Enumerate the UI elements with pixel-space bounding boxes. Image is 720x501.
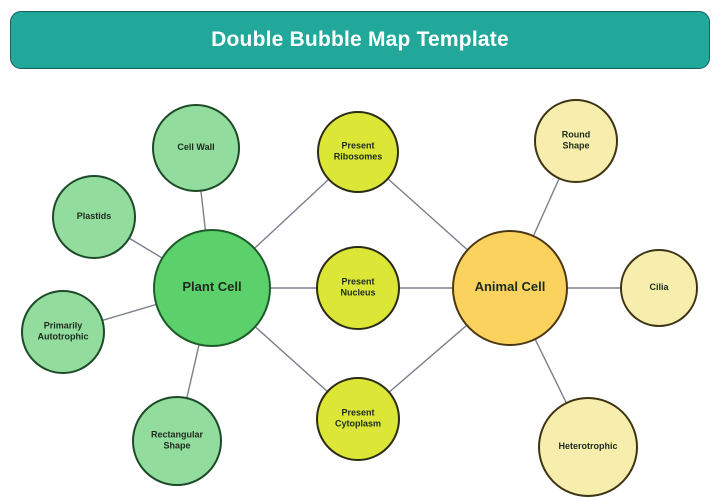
connector-animal-cell-to-present-cytoplasm [387,324,469,394]
connector-plant-cell-to-cell-wall [200,189,207,232]
connector-lines [101,177,622,405]
connector-plant-cell-to-present-ribosomes [253,178,330,250]
bubble-shape-primarily-autotrophic[interactable] [21,290,105,374]
bubble-shape-cilia[interactable] [620,249,698,327]
connector-plant-cell-to-plastids [127,237,164,260]
connector-plant-cell-to-present-cytoplasm [253,325,329,393]
bubble-label-cilia: Cilia [649,282,669,292]
bubble-shape-present-cytoplasm[interactable] [316,377,400,461]
bubble-shape-cell-wall[interactable] [152,104,240,192]
bubble-label-plant-cell: Plant Cell [182,279,241,294]
bubble-shape-plant-cell[interactable] [153,229,271,347]
connector-plant-cell-to-rectangular-shape [185,343,200,400]
page-title: Double Bubble Map Template [211,28,509,51]
connector-plant-cell-to-primarily-autotrophic [101,303,158,322]
connector-animal-cell-to-round-shape [532,177,561,238]
bubble-shape-animal-cell[interactable] [452,230,568,346]
connector-animal-cell-to-present-ribosomes [386,177,469,252]
bubble-plant-cell[interactable]: Plant Cell [153,229,271,347]
bubble-shape-heterotrophic[interactable] [538,397,638,497]
bubble-label-plastids: Plastids [77,211,112,221]
bubble-shape-present-ribosomes[interactable] [317,111,399,193]
bubble-shape-present-nucleus[interactable] [316,246,400,330]
title-banner: Double Bubble Map Template [10,11,710,69]
bubble-label-heterotrophic: Heterotrophic [558,441,617,451]
bubble-shape-plastids[interactable] [52,175,136,259]
connector-animal-cell-to-heterotrophic [534,337,568,405]
bubble-shape-round-shape[interactable] [534,99,618,183]
bubble-label-cell-wall: Cell Wall [177,142,214,152]
bubble-heterotrophic[interactable]: Heterotrophic [538,397,638,497]
bubble-plastids[interactable]: Plastids [52,175,136,259]
bubble-cell-wall[interactable]: Cell Wall [152,104,240,192]
bubble-shape-rectangular-shape[interactable] [132,396,222,486]
bubble-label-animal-cell: Animal Cell [475,279,546,294]
bubble-cilia[interactable]: Cilia [620,249,698,327]
bubble-animal-cell[interactable]: Animal Cell [452,230,568,346]
